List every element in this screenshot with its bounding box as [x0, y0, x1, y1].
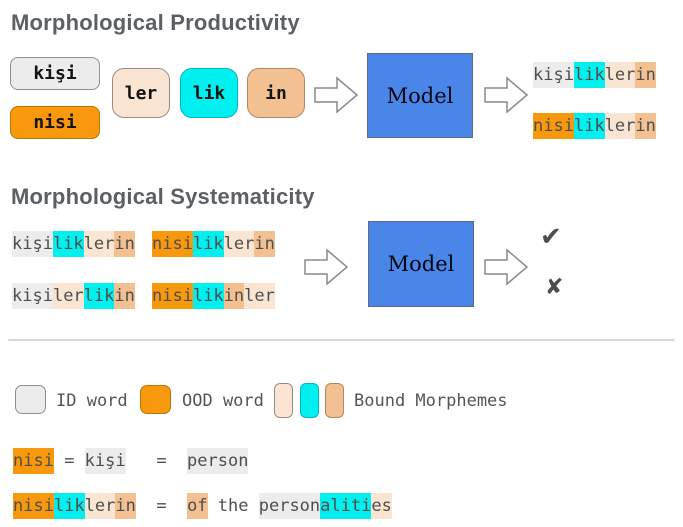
- word-segment: lik: [192, 283, 224, 309]
- morpheme-box-in: in: [247, 68, 305, 118]
- word-segment: in: [635, 62, 656, 88]
- id-word-box: kişi: [10, 57, 100, 90]
- word-segment: in: [115, 493, 136, 519]
- legend-ood-swatch: [140, 385, 171, 414]
- model-label: Model: [387, 252, 455, 276]
- word-segment: the: [207, 496, 259, 516]
- word-segment: ler: [244, 283, 275, 309]
- word-segment: kişi: [84, 448, 126, 474]
- word-segment: in: [635, 113, 656, 139]
- divider-line: [8, 339, 675, 341]
- word-segment: ler: [604, 62, 636, 88]
- model-label: Model: [386, 83, 454, 108]
- morpheme-label: lik: [192, 82, 226, 104]
- word-segment: nisi: [13, 493, 54, 519]
- morpheme-box-lik: lik: [180, 68, 238, 118]
- word-segment: nisi: [533, 113, 574, 139]
- word-segment: =: [125, 451, 188, 471]
- morpheme-label: in: [265, 82, 287, 104]
- word-segment: es: [371, 493, 392, 519]
- word-segment: of: [187, 493, 208, 519]
- word-segment: lik: [83, 283, 115, 309]
- word-segment: nisi: [13, 448, 54, 474]
- arrow-right-icon: [484, 75, 528, 115]
- word-segment: in: [114, 231, 135, 257]
- word-segment: lik: [573, 62, 605, 88]
- word-segment: nisi: [152, 283, 193, 309]
- arrow-right-icon: [302, 247, 350, 287]
- model-box-productivity: Model: [367, 53, 473, 138]
- legend-morpheme-cyan-swatch: [300, 383, 319, 418]
- word-segment: ler: [223, 231, 255, 257]
- cross-icon: ✘: [545, 275, 564, 300]
- legend-morpheme-cream-swatch: [274, 383, 293, 418]
- word-segment: in: [114, 283, 135, 309]
- word-segment: aliti: [320, 493, 372, 519]
- productivity-title: Morphological Productivity: [11, 10, 300, 35]
- checkmark-icon: ✔: [540, 222, 562, 252]
- legend-morpheme-tan-swatch: [325, 383, 344, 418]
- ood-word-box: nisi: [10, 106, 100, 139]
- word-segment: =: [135, 496, 188, 516]
- legend-id-swatch: [15, 385, 46, 414]
- word-segment: kişi: [533, 62, 574, 88]
- word-segment: lik: [52, 231, 84, 257]
- word-segment: lik: [573, 113, 605, 139]
- word-segment: ler: [84, 493, 116, 519]
- word-segment: lik: [192, 231, 224, 257]
- word-segment: in: [223, 283, 245, 309]
- word-segment: ler: [52, 283, 84, 309]
- legend-ood-label: OOD word: [182, 391, 264, 411]
- word-segment: lik: [53, 493, 85, 519]
- word-segment: nisi: [152, 231, 193, 257]
- equation-row-1: nisi = kişi = person: [13, 448, 249, 474]
- word-segment: kişi: [12, 283, 53, 309]
- word-segment: ler: [83, 231, 115, 257]
- word-segment: person: [187, 448, 249, 474]
- legend-bound-morphemes-label: Bound Morphemes: [354, 391, 508, 411]
- systematicity-title: Morphological Systematicity: [11, 184, 315, 209]
- arrow-right-icon: [314, 75, 358, 115]
- ood-word-label: nisi: [33, 112, 77, 133]
- word-segment: in: [254, 231, 275, 257]
- morpheme-box-ler: ler: [112, 68, 170, 118]
- id-word-label: kişi: [33, 63, 77, 84]
- word-segment: ler: [604, 113, 636, 139]
- arrow-right-icon: [484, 247, 528, 287]
- word-segment: kişi: [12, 231, 53, 257]
- model-box-systematicity: Model: [368, 221, 474, 307]
- legend-id-label: ID word: [56, 391, 128, 411]
- word-segment: person: [258, 493, 321, 519]
- morpheme-label: ler: [124, 82, 158, 104]
- word-segment: =: [53, 451, 85, 471]
